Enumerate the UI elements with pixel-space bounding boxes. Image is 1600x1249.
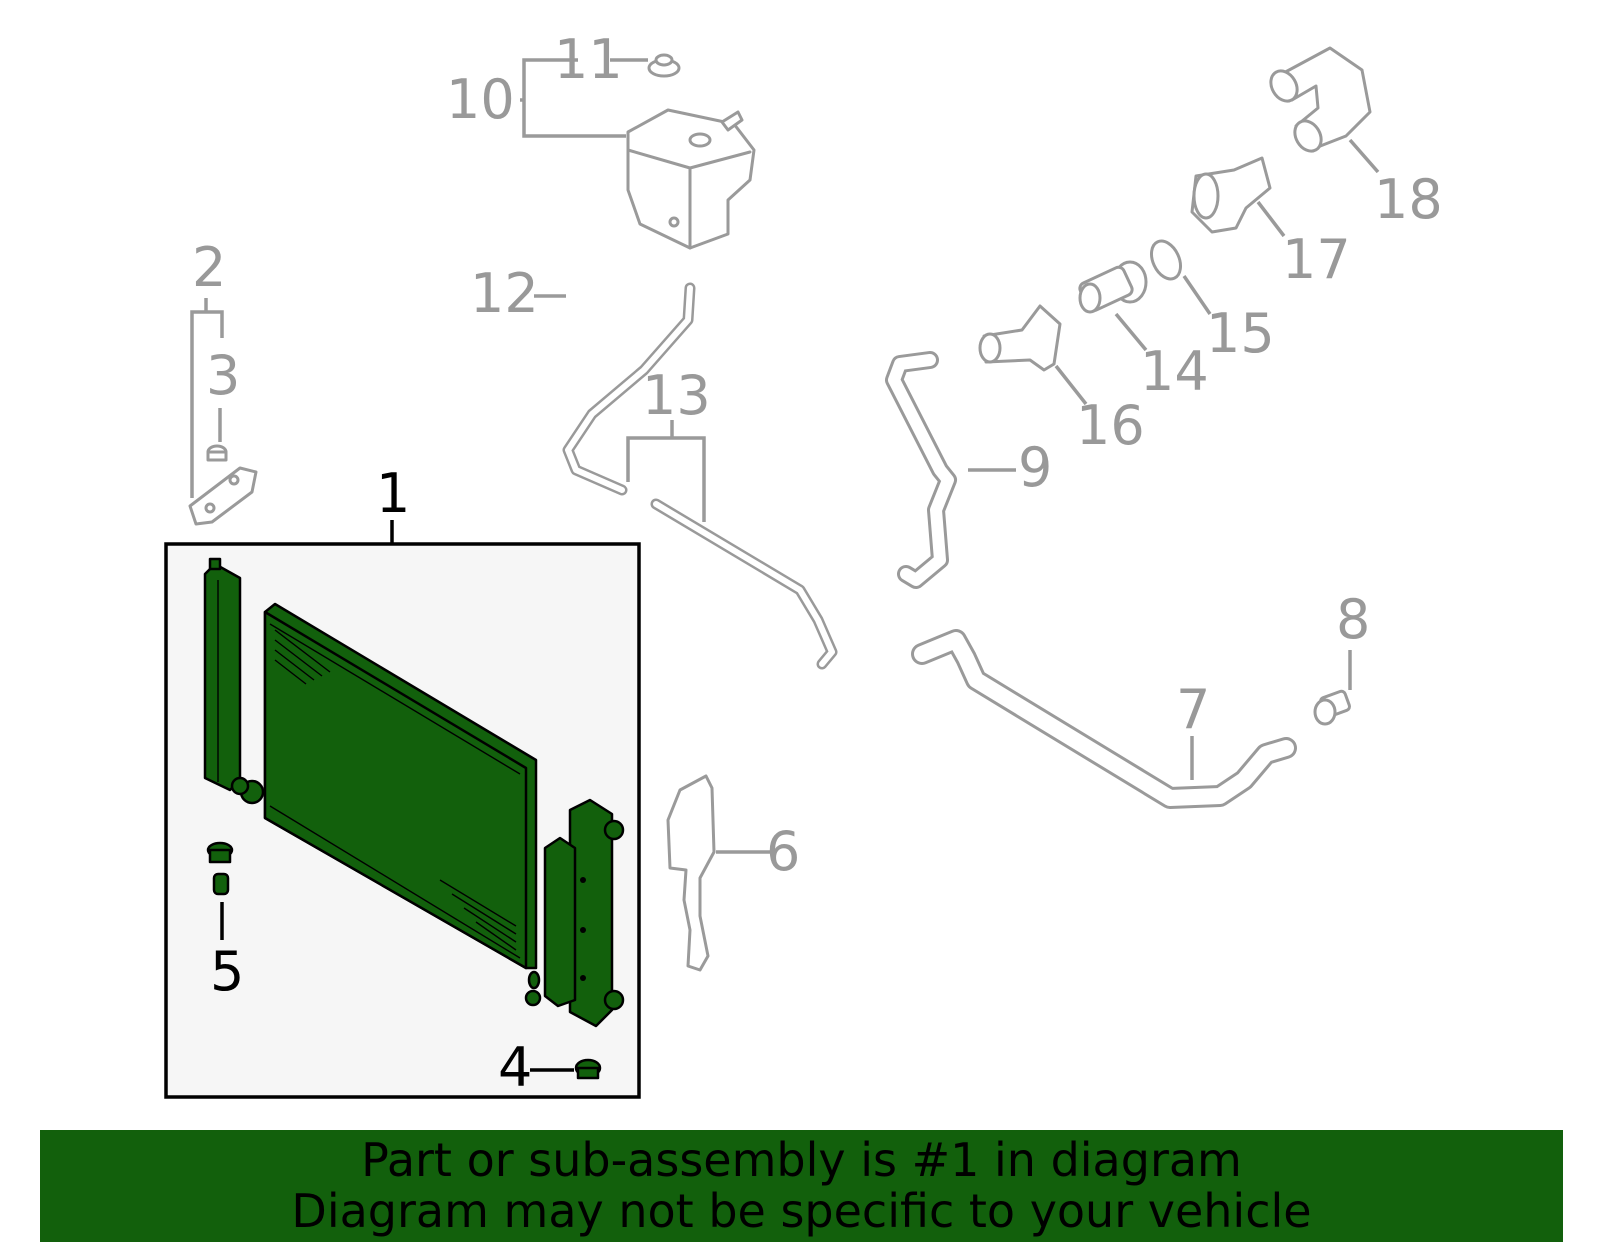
part-6-deflector[interactable]: [666, 774, 716, 972]
part-12-hose-inner: [515, 237, 593, 415]
callout-3: 3: [206, 344, 240, 407]
callout-4: 4: [498, 1036, 532, 1099]
callout-12: 12: [470, 262, 539, 325]
leader-lines: [190, 58, 1380, 1072]
part-7-hose-inner: [914, 632, 1294, 806]
condenser-right-tank[interactable]: [524, 798, 625, 1028]
part-5-grommet[interactable]: [206, 841, 234, 896]
part-13-hose-lower[interactable]: [650, 498, 838, 670]
callout-18: 18: [1374, 168, 1443, 231]
part-8-plug[interactable]: [1313, 689, 1352, 726]
callout-16: 16: [1076, 394, 1145, 457]
part-4-cap[interactable]: [574, 1058, 602, 1080]
callout-1: 1: [376, 462, 410, 525]
callout-10: 10: [446, 68, 515, 131]
callout-15: 15: [1206, 302, 1275, 365]
callout-6: 6: [766, 820, 800, 883]
part-16-housing[interactable]: [978, 304, 1062, 372]
part-9-hose-inner: [888, 354, 954, 586]
part-3-nut[interactable]: [206, 444, 228, 462]
callout-17: 17: [1282, 228, 1351, 291]
notice-banner: Part or sub-assembly is #1 in diagram Di…: [40, 1130, 1563, 1242]
condenser-core[interactable]: [263, 602, 538, 970]
part-10-reservoir[interactable]: [626, 108, 756, 250]
banner-line-1: Part or sub-assembly is #1 in diagram: [361, 1133, 1242, 1187]
part-17-housing[interactable]: [1190, 156, 1272, 234]
callout-2: 2: [192, 236, 226, 299]
banner-line-2: Diagram may not be specific to your vehi…: [291, 1184, 1312, 1238]
callout-14: 14: [1140, 340, 1209, 403]
part-13-hose-upper-inner: [565, 285, 693, 493]
part-15-seal[interactable]: [1146, 236, 1186, 283]
part-14-thermostat[interactable]: [1078, 260, 1148, 314]
callout-5: 5: [210, 940, 244, 1003]
part-11-cap[interactable]: [647, 53, 681, 78]
part-13-hose-lower-inner: [653, 501, 835, 667]
callout-8: 8: [1336, 588, 1370, 651]
part-2-bracket[interactable]: [188, 466, 258, 526]
callout-7: 7: [1176, 678, 1210, 741]
part-18-elbow[interactable]: [1266, 46, 1372, 156]
callout-13: 13: [642, 364, 711, 427]
callout-9: 9: [1018, 436, 1052, 499]
callout-11: 11: [554, 28, 623, 91]
condenser-left-tank[interactable]: [203, 557, 265, 805]
